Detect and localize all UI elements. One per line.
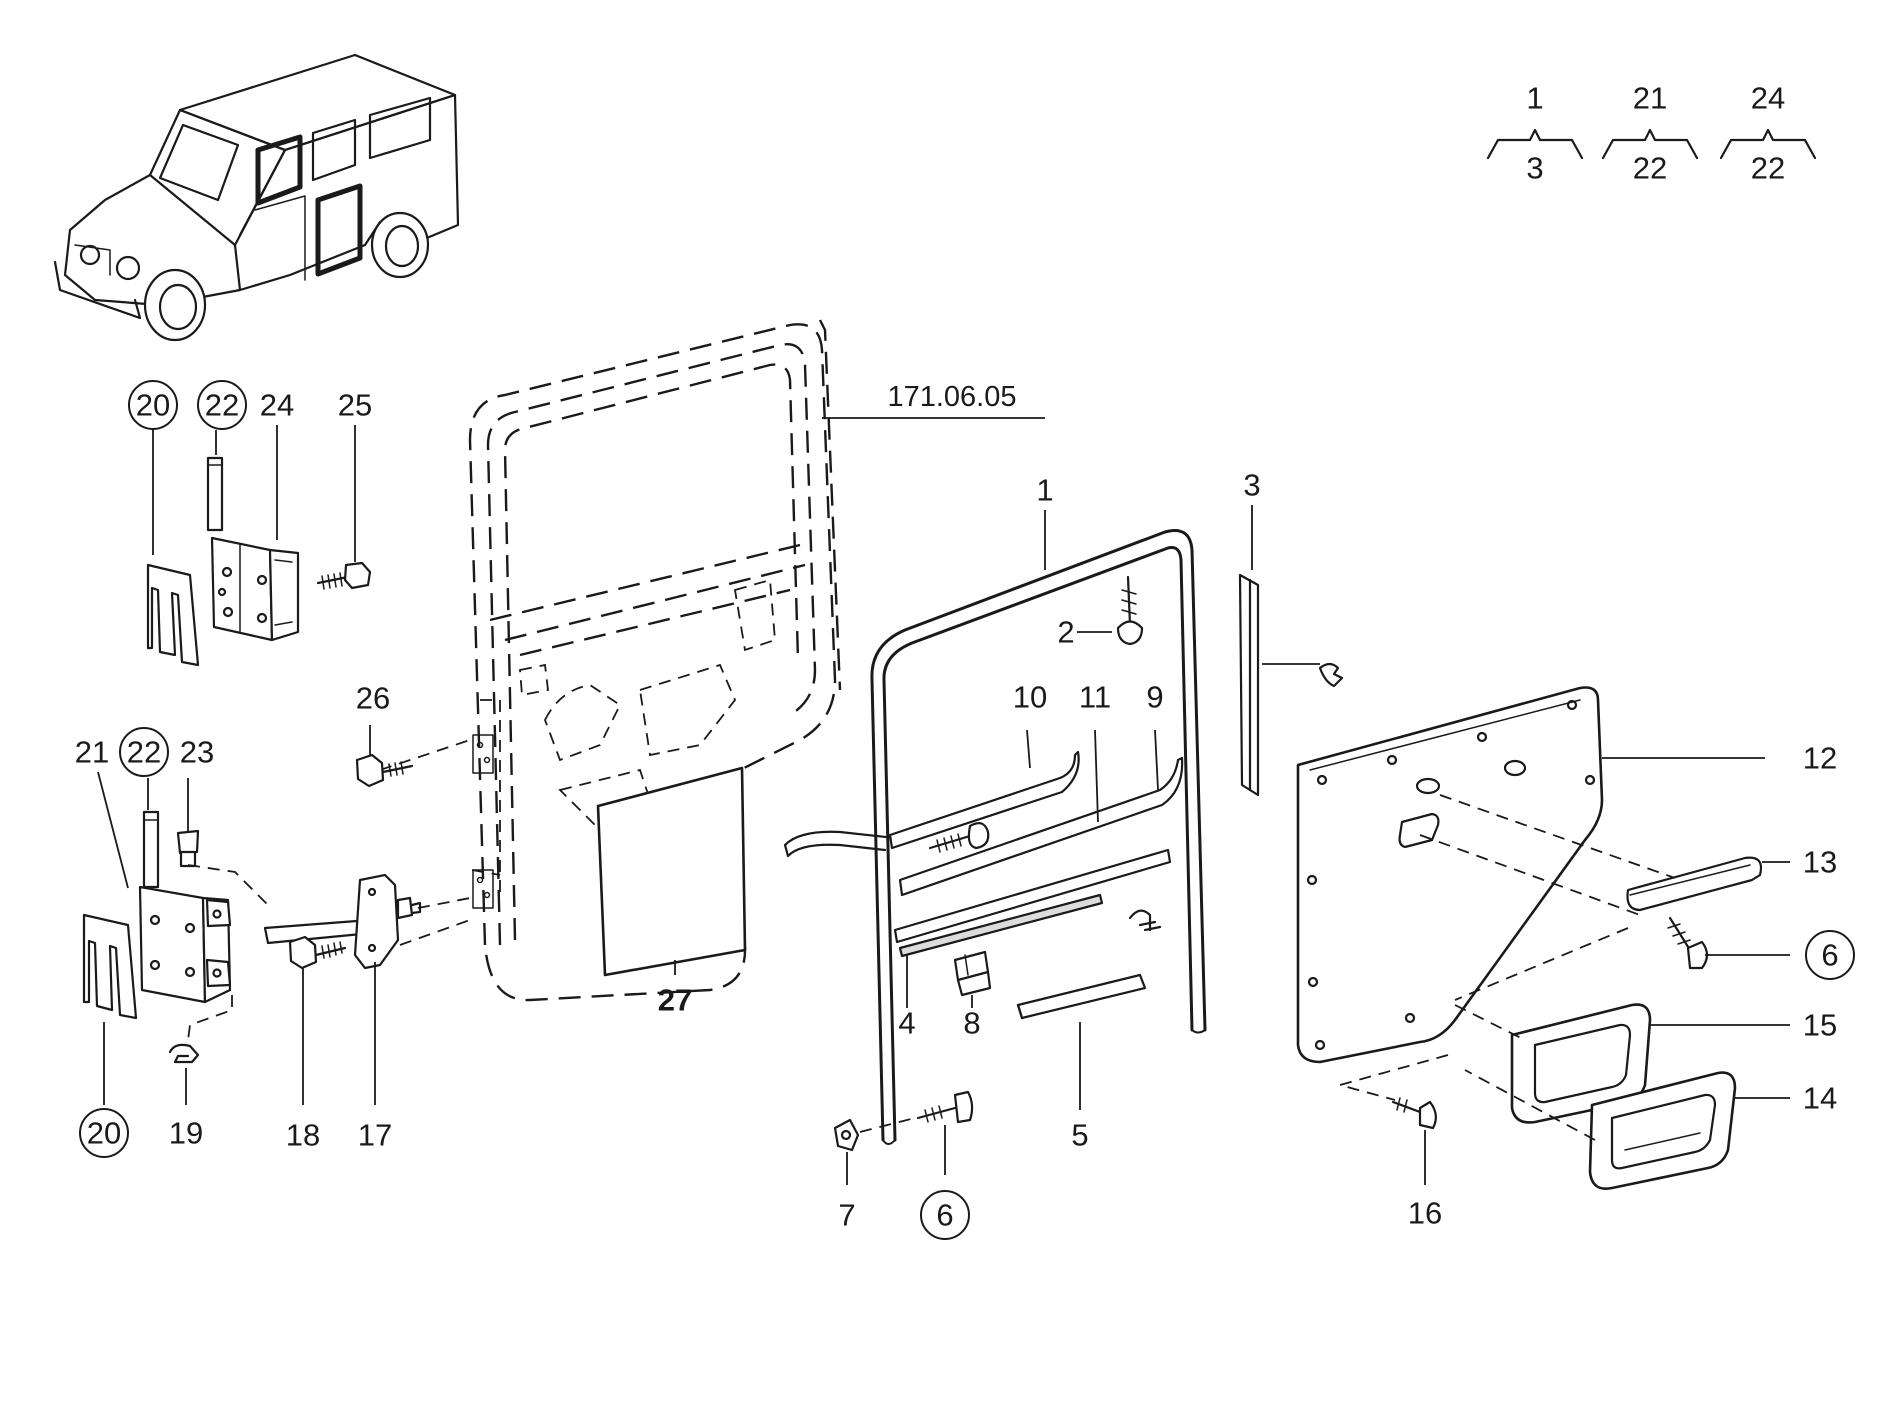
callout-6-lower: 6 [936,1198,953,1233]
callout-1: 1 [1036,473,1053,508]
screw-6-right [1667,916,1709,970]
hinge-24 [210,536,300,642]
pin-23 [176,829,200,868]
legend-group-1-top: 1 [1526,81,1543,116]
callout-5: 5 [1071,1118,1088,1153]
callout-20-upper: 20 [136,388,170,423]
callout-22-lower-circle [119,727,169,777]
legend-group-3-top: 24 [1751,81,1785,116]
legend-group-2: 21 22 [1601,81,1699,186]
reference-leader: 171.06.05 [822,381,1045,419]
callout-7: 7 [838,1198,855,1233]
callout-22-lower: 22 [127,735,161,770]
callout-6-right-circle [1805,930,1855,980]
callout-16: 16 [1408,1196,1442,1231]
bolt-18 [288,935,347,970]
pad-5 [1016,973,1147,1020]
reference-number-label: 171.06.05 [887,381,1016,413]
callout-27: 27 [658,983,692,1018]
callout-18: 18 [286,1118,320,1153]
bezel-14 [1588,1071,1737,1190]
shim-20-lower [82,913,138,1020]
handle-13 [1626,856,1763,912]
callout-2: 2 [1057,615,1074,650]
clip-19 [168,1043,200,1064]
pin-22-lower [142,810,160,889]
callout-24: 24 [260,388,294,423]
callout-8: 8 [963,1006,980,1041]
callout-11: 11 [1079,680,1111,715]
callout-labels: 1 2 3 4 5 6 6 7 8 9 10 11 12 13 14 15 16… [75,380,1855,1240]
shim-20-upper [146,563,200,667]
callout-25: 25 [338,388,372,423]
insulation-panel-27 [596,766,747,977]
clip-8 [953,950,992,997]
callout-20-upper-circle [128,380,178,430]
callout-22-upper-circle [197,380,247,430]
callout-15: 15 [1803,1008,1837,1043]
lower-hinge-group [82,725,471,1105]
clip-9-fastener [1128,909,1162,932]
bolt-26 [355,753,414,788]
callout-20-lower-circle [79,1108,129,1158]
bolt-25 [316,561,372,590]
callout-12: 12 [1803,741,1837,776]
callout-23: 23 [180,735,214,770]
upper-hinge-group [146,425,372,667]
legend-group-1: 1 3 [1486,81,1584,186]
legend-group-3-bottom: 22 [1751,151,1785,186]
callout-6-lower-circle [920,1190,970,1240]
callout-4: 4 [898,1006,915,1041]
door-shell-outline [468,319,842,1002]
callout-20-lower: 20 [87,1116,121,1151]
legend-group-2-top: 21 [1633,81,1667,116]
screw-2 [1116,575,1144,646]
legend-group-1-bottom: 3 [1526,151,1543,186]
callout-22-upper: 22 [205,388,239,423]
pin-22-upper [206,456,224,532]
callout-3: 3 [1243,468,1260,503]
bezel-15 [1510,1003,1652,1124]
door-check-17 [263,873,422,970]
legend-group-2-bottom: 22 [1633,151,1667,186]
clip-3-fastener [1318,662,1344,688]
callout-26: 26 [356,681,390,716]
callout-14: 14 [1803,1081,1837,1116]
callout-19: 19 [169,1116,203,1151]
callout-17: 17 [358,1118,392,1153]
hinge-21 [138,885,232,1004]
callout-10: 10 [1013,680,1047,715]
clip-7 [833,1118,860,1152]
callout-21: 21 [75,735,109,770]
door-seal-group [783,505,1344,1185]
clip-16 [1391,1097,1437,1130]
callout-6-right: 6 [1821,938,1838,973]
callout-13: 13 [1803,845,1837,880]
trim-panel-group [1296,686,1790,1190]
screw-6-lower [916,1090,974,1124]
callout-9: 9 [1146,680,1163,715]
vehicle-thumbnail [53,53,460,342]
legend-group-3: 24 22 [1719,81,1817,186]
screw-11 [928,821,990,853]
